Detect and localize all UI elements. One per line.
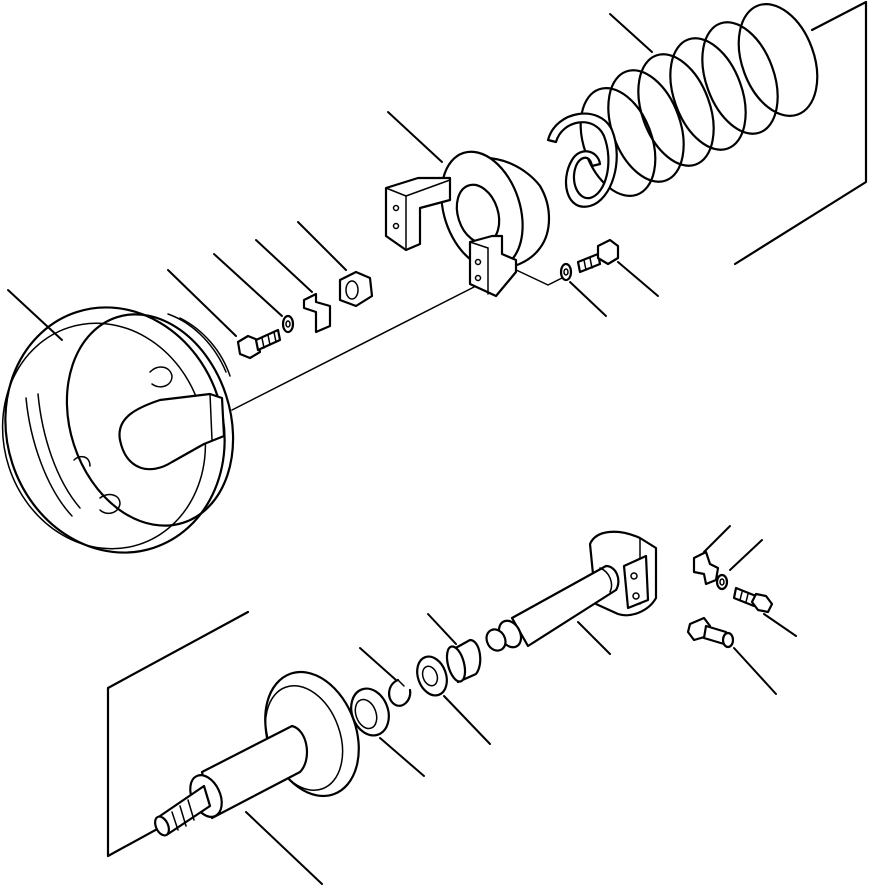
leader-lock-bolt [763,613,797,637]
yoke [384,150,550,298]
leader-support-shaft [577,621,611,655]
leader-bushing [427,613,457,645]
seal-ring [416,655,448,697]
washer [281,314,295,334]
flange-bolt [576,238,620,274]
leader-lock-washer [729,539,763,571]
leader-lines [7,13,797,885]
nut [338,270,374,308]
lock-bolt [732,586,774,614]
leader-nut [297,221,347,271]
leader-snap-ring [359,647,397,681]
bearing [350,687,390,737]
leader-seal-ring [443,695,491,745]
support-shaft [485,530,658,652]
lock-washer [715,573,729,591]
leader-flange-bolt [617,261,659,297]
leader-small-washer [569,281,607,317]
clip-plate [302,292,332,334]
leader-bearing [379,737,425,777]
leader-idler-wheel [7,289,63,341]
reference-frame-upper [733,0,868,266]
leader-idler-shaft [245,811,323,885]
recoil-spring [546,3,819,208]
snap-ring [388,678,412,707]
leader-recoil-spring [609,13,653,53]
leader-washer [213,253,283,317]
leader-clip-plate [255,239,313,293]
bushing [445,638,482,684]
hex-bolt [236,328,282,360]
alignment-line [231,267,567,411]
lock-plate [692,550,720,586]
leader-grease-fitting [733,647,777,695]
leader-lock-plate [703,525,731,553]
small-washer [559,262,573,282]
idler-shaft [154,670,360,837]
leader-hex-bolt [167,269,237,337]
grease-fitting [686,616,735,649]
idler-wheel [1,306,235,554]
leader-yoke [387,111,443,163]
